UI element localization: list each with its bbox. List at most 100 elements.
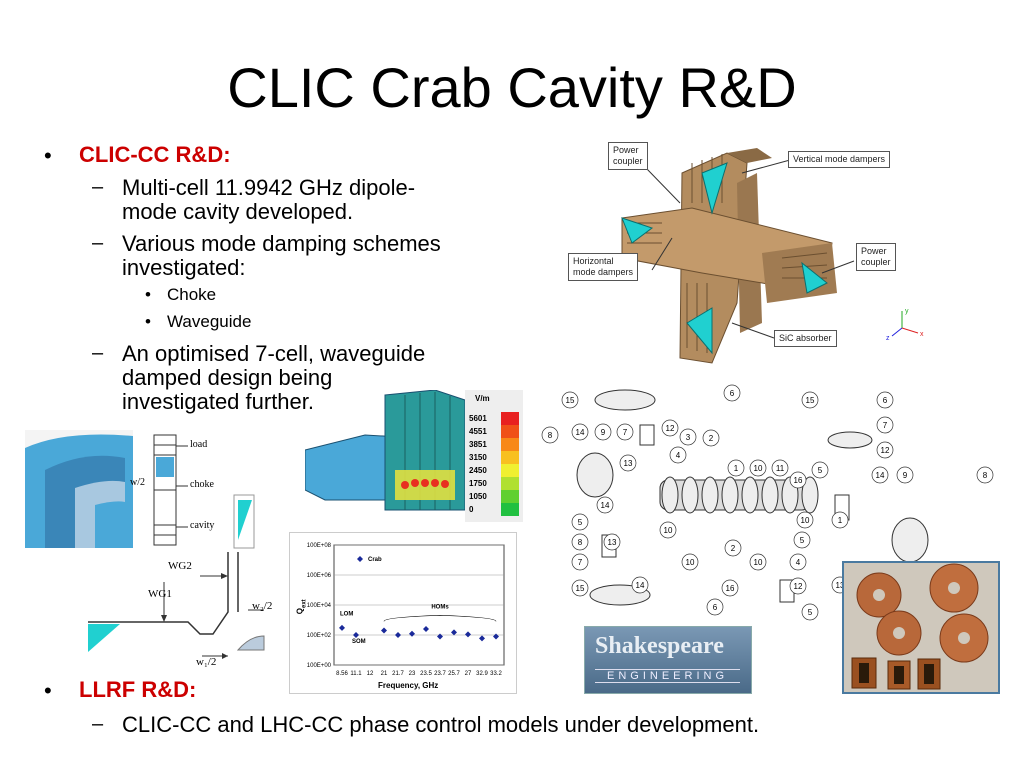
- chart-xlabel: Frequency, GHz: [378, 681, 439, 690]
- part-callout-circle: [723, 384, 741, 402]
- colorbar-row: 2450: [465, 464, 523, 477]
- label-sic-absorber: SiC absorber: [774, 330, 837, 347]
- part-callout-circle: [619, 454, 637, 472]
- data-point: [465, 631, 471, 638]
- part-callout-number: 6: [730, 389, 735, 398]
- data-point: [353, 632, 359, 638]
- part-callout-number: 2: [709, 434, 714, 443]
- data-point: [409, 630, 415, 637]
- part-callout-circle: [976, 466, 994, 484]
- y-tick-label: 100E+08: [307, 543, 332, 549]
- colorbar-swatch: [501, 412, 519, 425]
- part-callout-number: 10: [801, 516, 810, 525]
- part-callout-number: 14: [636, 581, 645, 590]
- choke-label-load: load: [190, 439, 208, 450]
- part-callout-number: 6: [883, 396, 888, 405]
- part-callout-number: 6: [713, 603, 718, 612]
- part-callout-circle: [721, 579, 739, 597]
- annotation-homs: HOMs: [431, 604, 449, 610]
- part-callout-circle: [876, 391, 894, 409]
- part-callout-circle: [789, 553, 807, 571]
- colorbar-swatch: [501, 425, 519, 438]
- dash: –: [92, 342, 104, 364]
- item-line: mode cavity developed.: [122, 199, 354, 224]
- part-callout-number: 15: [806, 396, 815, 405]
- copper-parts-photo-drawing: [844, 563, 998, 692]
- part-callout-number: 11: [776, 464, 785, 473]
- colorbar-value: 3150: [469, 453, 487, 462]
- part-callout-circle: [793, 531, 811, 549]
- field-simulation-drawing: [304, 389, 466, 511]
- part-callout-number: 12: [794, 582, 803, 591]
- part-callout-number: 10: [754, 558, 763, 567]
- x-tick-label: 11.1: [350, 671, 362, 677]
- part-callout-number: 7: [883, 421, 888, 430]
- label-wg2: WG2: [168, 560, 192, 572]
- part-callout-number: 7: [578, 558, 583, 567]
- part-callout-circle: [789, 577, 807, 595]
- part-callout-circle: [603, 533, 621, 551]
- subitem-waveguide: Waveguide: [167, 312, 252, 331]
- copper-parts-photo: [842, 561, 1000, 694]
- part-callout-number: 16: [726, 584, 735, 593]
- part-callout-number: 4: [676, 451, 681, 460]
- x-tick-label: 21.7: [392, 671, 404, 677]
- bullet-dot: •: [44, 143, 52, 168]
- label-vertical-mode-dampers: Vertical mode dampers: [788, 151, 891, 168]
- part-callout-circle: [561, 391, 579, 409]
- part-callout-circle: [831, 511, 849, 529]
- part-callout-circle: [702, 429, 720, 447]
- part-callout-circle: [749, 459, 767, 477]
- field-unit-label: V/m: [475, 394, 490, 403]
- data-point: [381, 627, 387, 634]
- part-callout-number: 13: [836, 581, 845, 590]
- part-callout-circle: [724, 539, 742, 557]
- part-callout-circle: [789, 471, 807, 489]
- part-callout-circle: [796, 511, 814, 529]
- y-tick-label: 100E+02: [307, 633, 332, 639]
- colorbar-row: 1750: [465, 477, 523, 490]
- colorbar-swatch: [501, 464, 519, 477]
- choke-label-choke: choke: [190, 479, 214, 490]
- part-callout-circle: [661, 419, 679, 437]
- label-wg1: WG1: [148, 588, 172, 600]
- colorbar-value: 0: [469, 505, 474, 514]
- part-callout-circle: [571, 423, 589, 441]
- logo-line2: ENGINEERING: [595, 669, 740, 683]
- part-callout-number: 1: [734, 464, 739, 473]
- colorbar-value: 4551: [469, 427, 487, 436]
- section-heading-llrf: LLRF R&D:: [79, 677, 197, 702]
- colorbar-row: 1050: [465, 490, 523, 503]
- label-horizontal-mode-dampers: Horizontal mode dampers: [568, 253, 639, 281]
- part-callout-circle: [876, 416, 894, 434]
- logo-line1: Shakespeare: [595, 633, 724, 659]
- part-callout-number: 5: [578, 518, 583, 527]
- part-callout-number: 5: [818, 466, 823, 475]
- part-callout-number: 12: [666, 424, 675, 433]
- item-line: investigated further.: [122, 389, 315, 414]
- colorbar-row: 3150: [465, 451, 523, 464]
- part-callout-circle: [659, 521, 677, 539]
- x-tick-label: 23.7: [434, 671, 446, 677]
- x-tick-label: 21: [381, 671, 388, 677]
- legend-marker: [357, 556, 363, 562]
- x-tick-label: 32.9: [476, 671, 488, 677]
- part-callout-circle: [571, 553, 589, 571]
- colorbar-value: 1050: [469, 492, 487, 501]
- part-callout-number: 5: [808, 608, 813, 617]
- sub-bullet-dot: •: [145, 312, 151, 331]
- part-callout-circle: [571, 579, 589, 597]
- part-callout-circle: [811, 461, 829, 479]
- part-callout-circle: [616, 423, 634, 441]
- part-callout-circle: [801, 391, 819, 409]
- colorbar-row: 5601: [465, 412, 523, 425]
- dash: –: [92, 176, 104, 198]
- data-point: [493, 633, 499, 640]
- part-callout-number: 10: [686, 558, 695, 567]
- item-line: Various mode damping schemes: [122, 231, 441, 256]
- part-callout-circle: [631, 576, 649, 594]
